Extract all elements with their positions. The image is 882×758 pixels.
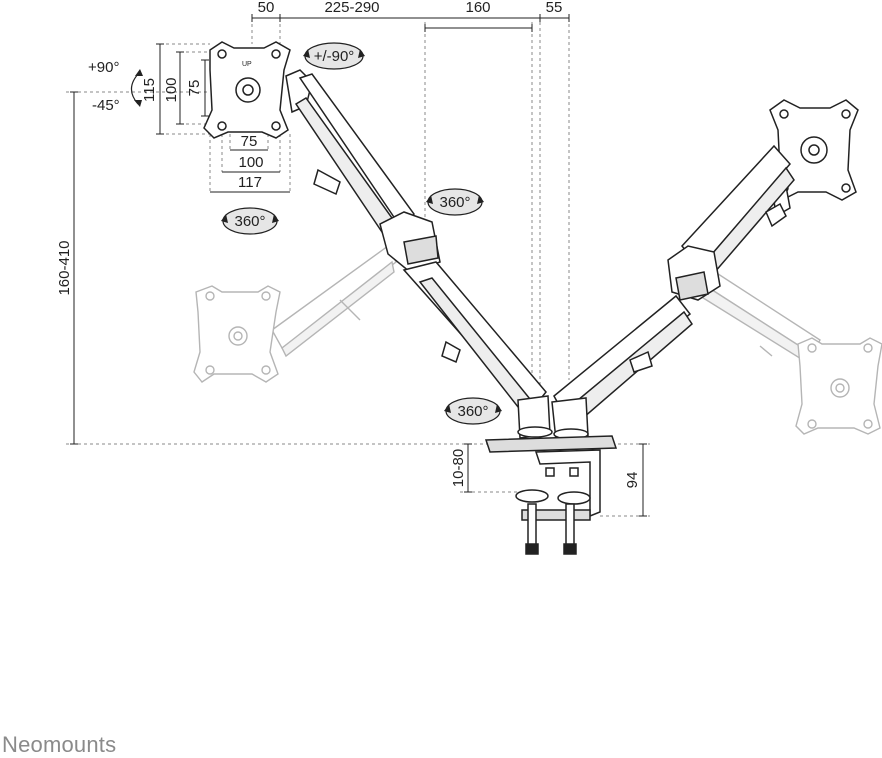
- dim-clamp-94: 94: [624, 472, 641, 489]
- dim-top-225-290: 225-290: [324, 0, 379, 16]
- dim-height-160-410: 160-410: [56, 240, 73, 295]
- dim-plate-100-horizontal: 100: [238, 154, 263, 171]
- tilt-indicator: +90° -45°: [88, 59, 143, 114]
- reference-lines: [66, 18, 650, 517]
- dim-top-55: 55: [546, 0, 563, 16]
- tilt-down-label: -45°: [92, 97, 120, 114]
- tilt-up-label: +90°: [88, 59, 119, 76]
- left-arm: UP: [203, 41, 547, 414]
- right-arm: [553, 99, 859, 426]
- dimension-labels: 50 225-290 160 55 115 100 75 75 100 117 …: [56, 0, 641, 488]
- dim-plate-117-horizontal: 117: [238, 174, 262, 191]
- lower-joint-rotation-label: 360°: [457, 403, 488, 420]
- dim-plate-115: 115: [141, 78, 158, 102]
- dim-plate-75-vertical: 75: [186, 80, 203, 97]
- dimension-lines: [70, 14, 647, 517]
- ghost-right-arm: [699, 268, 882, 435]
- dim-plate-75-horizontal: 75: [241, 133, 258, 150]
- dim-top-50: 50: [258, 0, 275, 16]
- upper-joint-rotation-label: 360°: [439, 194, 470, 211]
- rotation-upper-joint: 360°: [426, 188, 484, 216]
- brand-logo: Neomounts: [2, 732, 117, 757]
- rotation-lower-joint: 360°: [444, 397, 502, 425]
- plate-rotation-label: 360°: [234, 213, 265, 230]
- dim-desk-10-80: 10-80: [450, 449, 467, 487]
- ghost-left-arm: [193, 244, 397, 383]
- plate-up-label: UP: [242, 61, 252, 68]
- pole-and-clamp: [484, 395, 618, 555]
- rotation-swivel: +/-90°: [303, 42, 365, 70]
- dim-plate-100-vertical: 100: [163, 77, 180, 102]
- dim-top-160: 160: [465, 0, 490, 16]
- rotation-plate: 360°: [221, 207, 279, 235]
- swivel-label: +/-90°: [314, 48, 355, 65]
